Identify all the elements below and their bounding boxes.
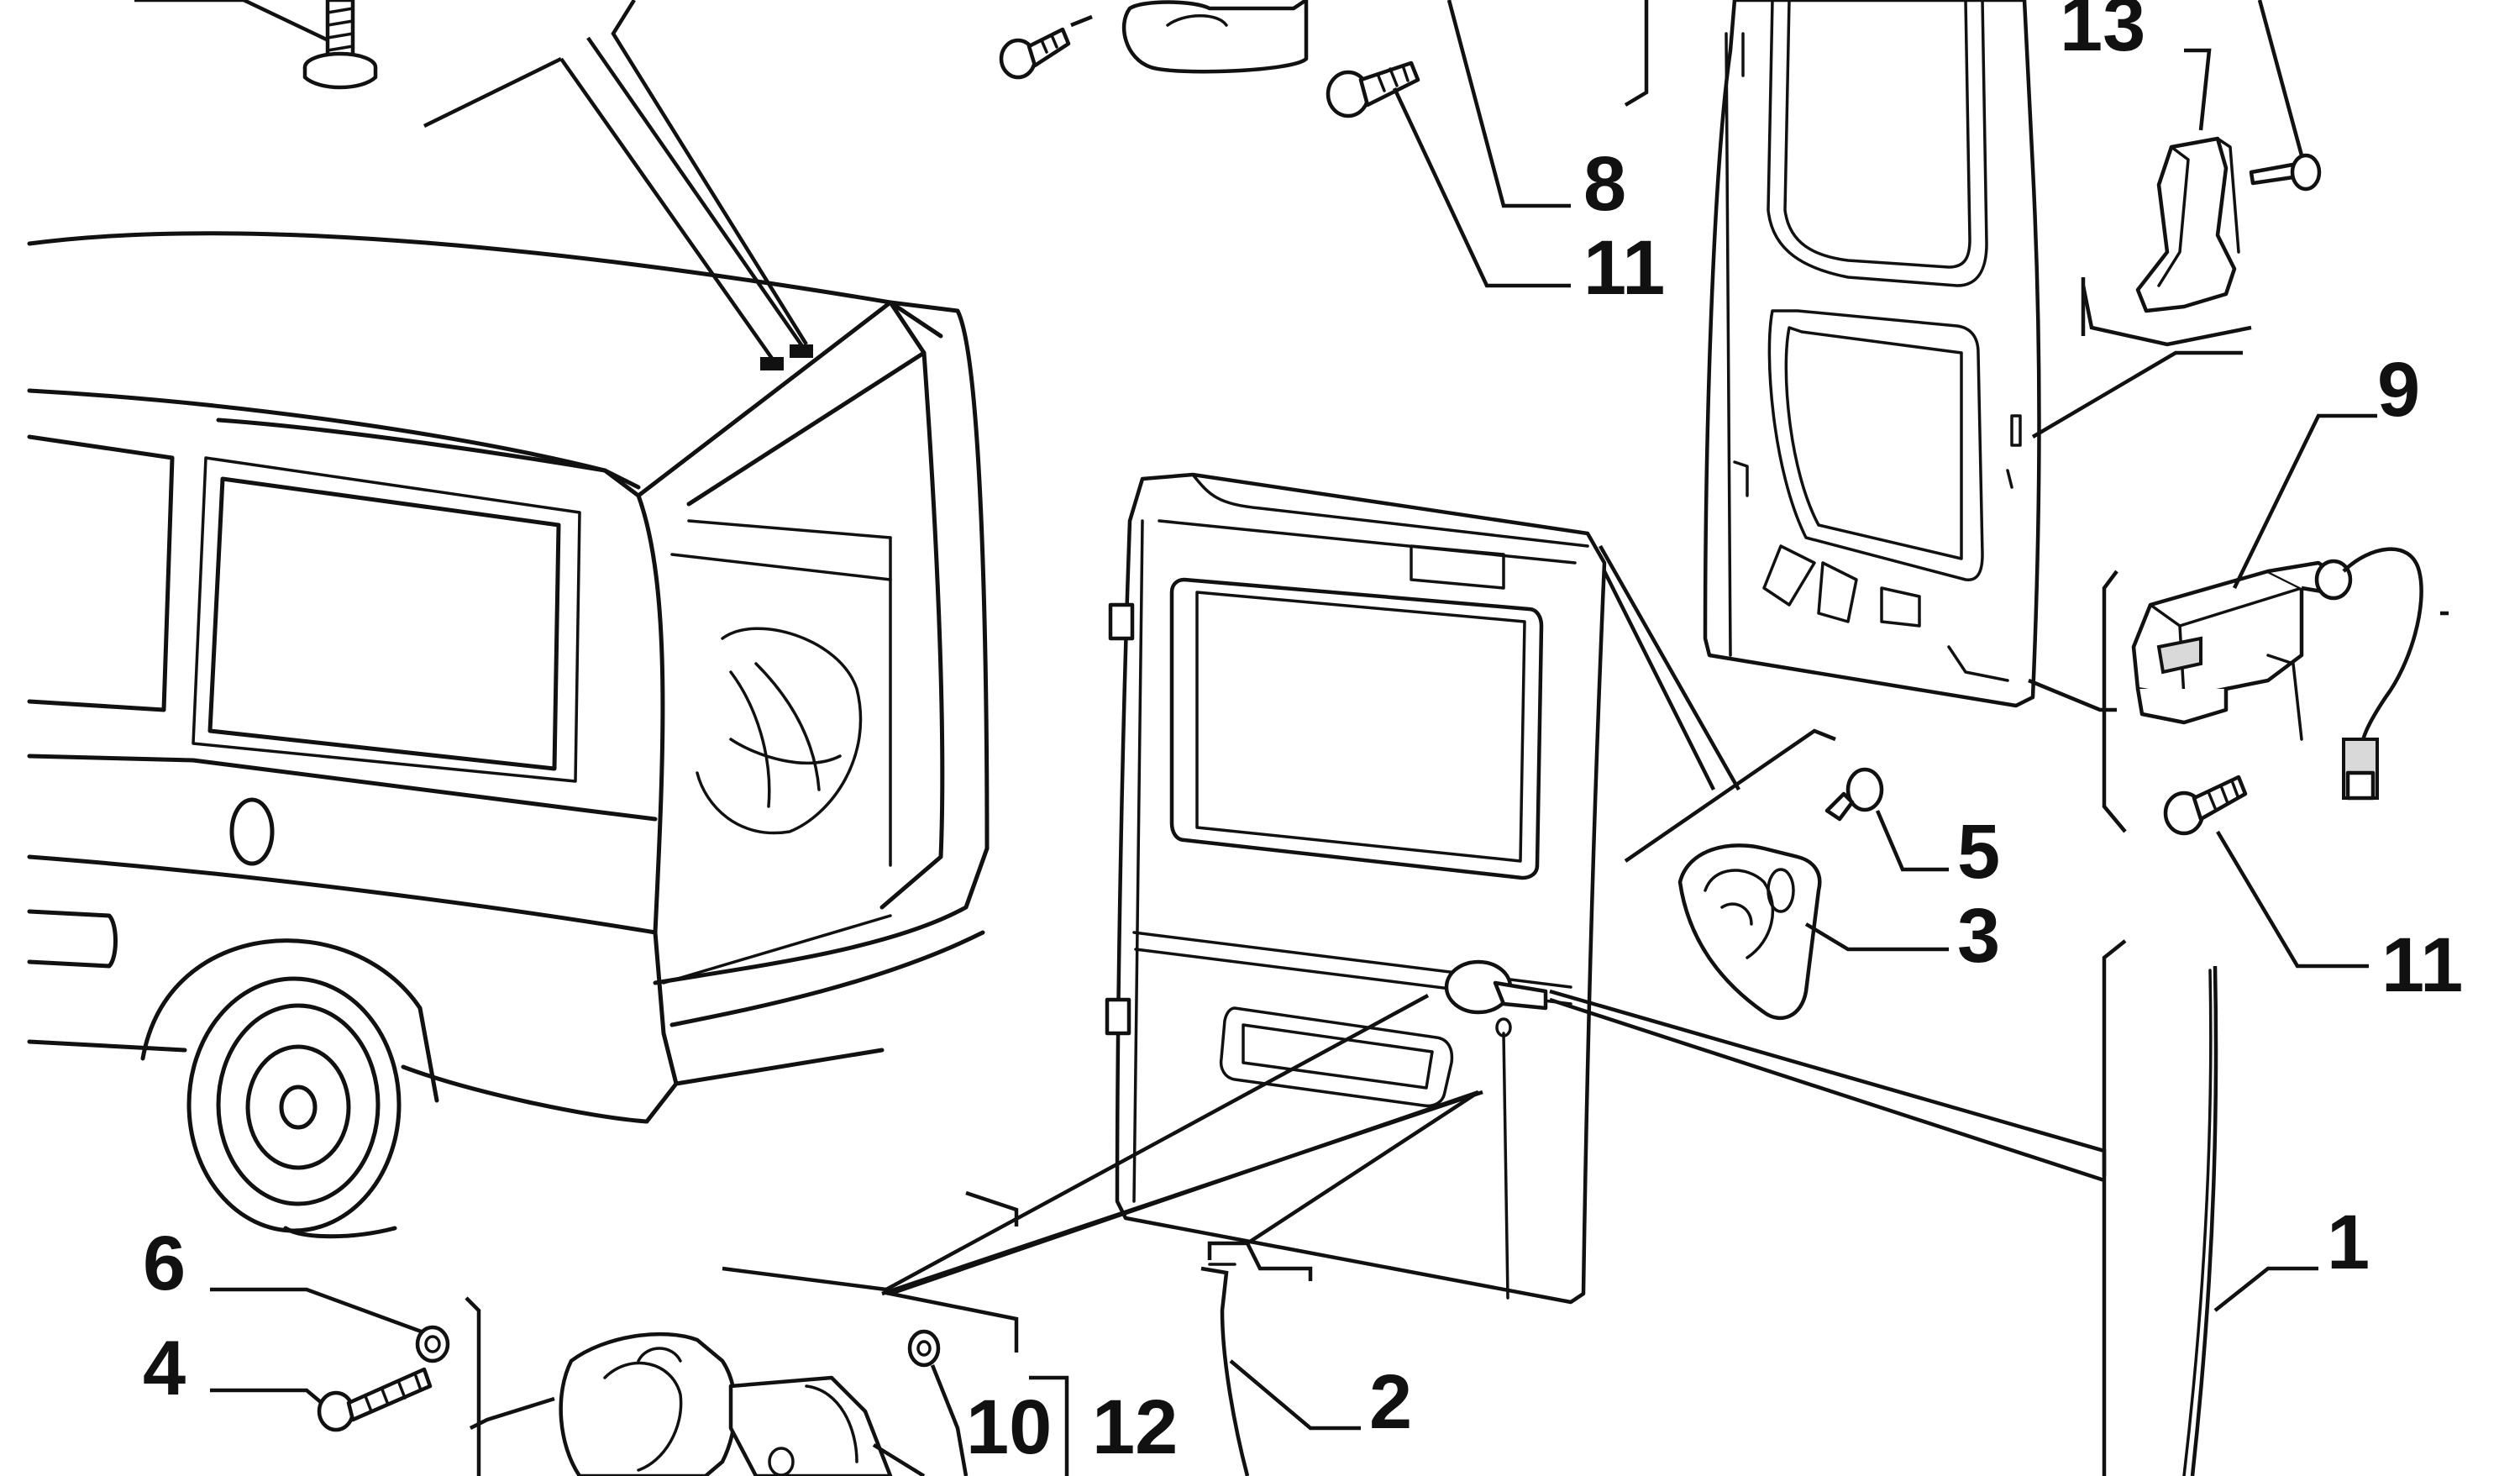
- rod-part-1: 1: [2182, 965, 2370, 1476]
- rod-part-2: 2: [1200, 1263, 1412, 1476]
- side-door-panel: [722, 472, 2107, 1353]
- washer-part-6: 6: [143, 1221, 450, 1363]
- van-rear-view: [27, 0, 990, 1239]
- callout-6: 6: [143, 1221, 186, 1306]
- hinge-bracket-part-13: 13: [2060, 0, 2322, 313]
- screw-part-5: 5: [1824, 767, 2000, 895]
- top-fastener-and-bracket: [999, 0, 1649, 208]
- rear-door-inner-panel: [1703, 0, 2252, 712]
- callout-4: 4: [143, 1326, 186, 1411]
- lock-actuator-part-9: 9: [2131, 347, 2449, 801]
- bolt-part-11-upper: 8 11: [1326, 60, 1665, 311]
- callout-13: 13: [2060, 0, 2145, 67]
- bolt-part-11-right: 11: [2163, 775, 2463, 1008]
- grouping-bracket-lines: [2081, 277, 2127, 1476]
- outer-handle-part-3: 3: [1585, 536, 2000, 1021]
- callout-8: 8: [1583, 141, 1626, 227]
- callout-11-top: 11: [50, 0, 132, 8]
- callout-2: 2: [1369, 1359, 1412, 1445]
- callout-5: 5: [1957, 809, 2000, 895]
- callout-9: 9: [2377, 347, 2420, 433]
- callout-12: 12: [1092, 1384, 1178, 1470]
- screw-part-11-top: 11: [50, 0, 378, 90]
- callout-3: 3: [1957, 893, 2000, 979]
- nut-part-10: 10 12: [907, 1329, 1178, 1476]
- callout-10: 10: [966, 1384, 1052, 1470]
- callout-11-upper: 11: [1583, 225, 1665, 311]
- callout-11-right: 11: [2381, 922, 2463, 1008]
- callout-1: 1: [2327, 1200, 2370, 1285]
- inner-handle-lock-assembly: [465, 1296, 926, 1476]
- screw-part-4: 4: [143, 1326, 433, 1432]
